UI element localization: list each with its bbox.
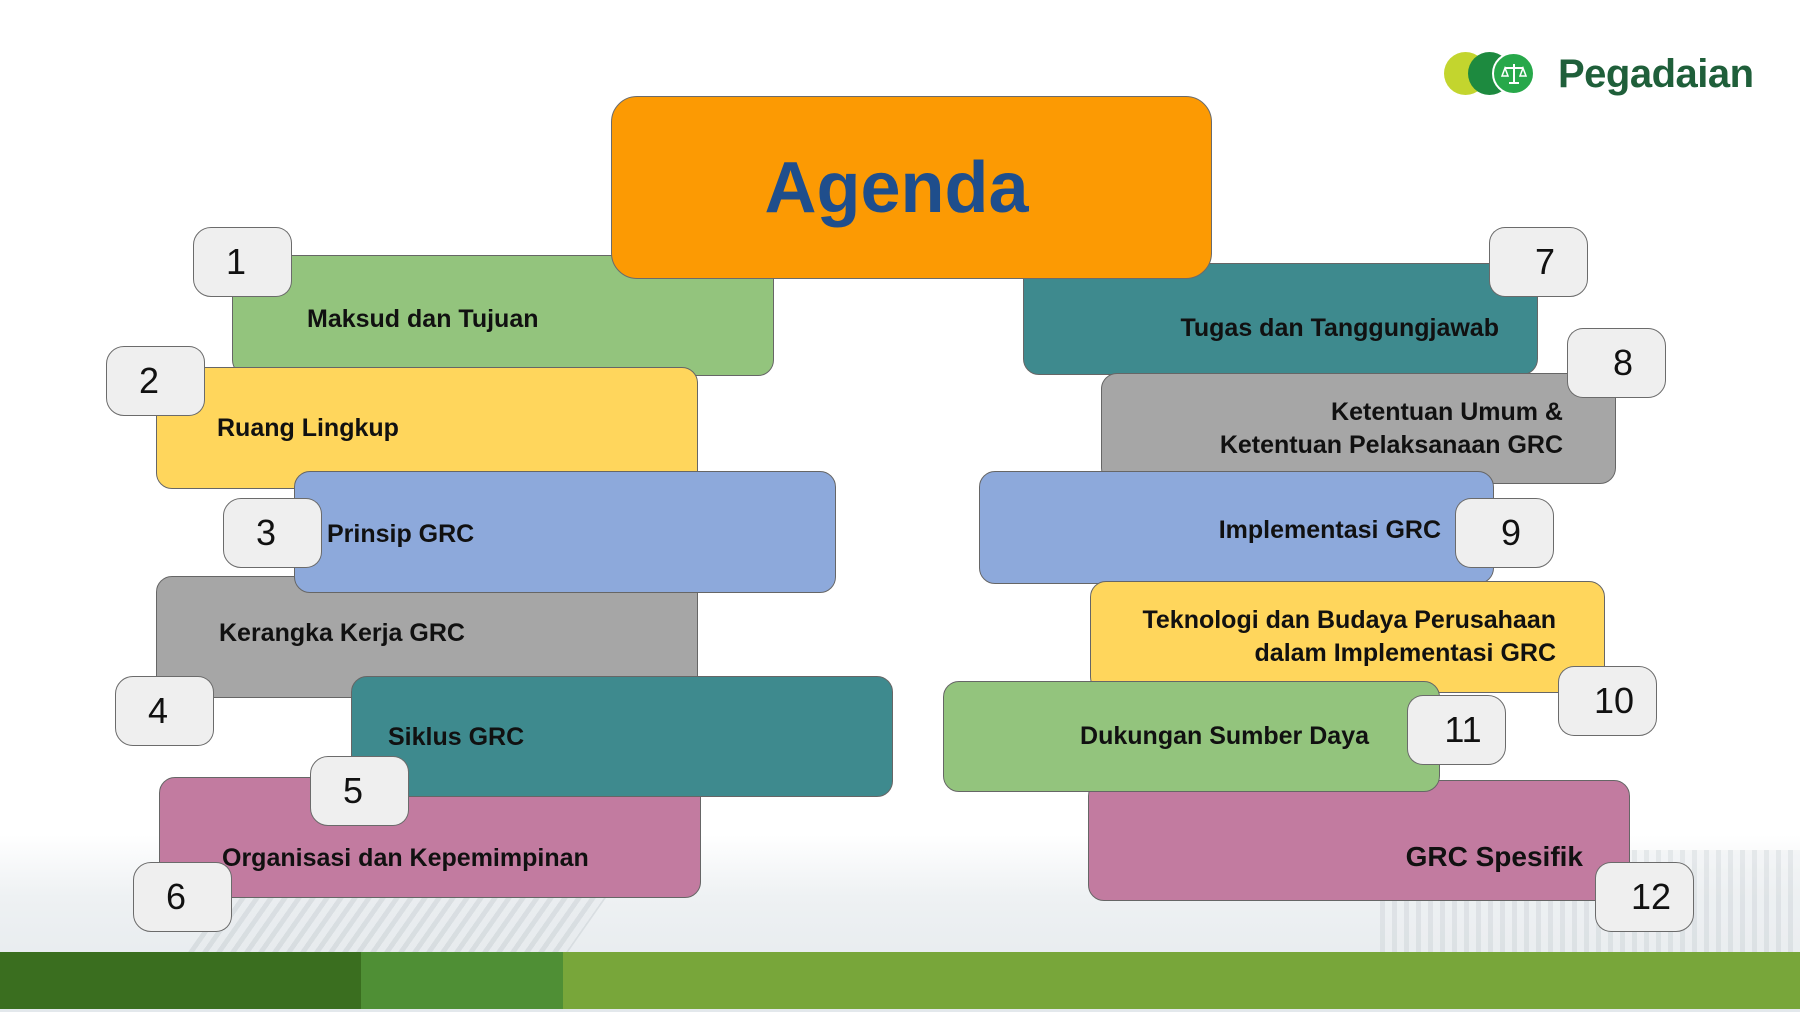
agenda-item-12[interactable]: GRC Spesifik — [1088, 780, 1630, 901]
footer-bar-light — [563, 952, 1800, 1009]
agenda-item-3[interactable]: Prinsip GRC — [294, 471, 836, 593]
agenda-item-10[interactable]: Teknologi dan Budaya Perusahaan dalam Im… — [1090, 581, 1605, 693]
agenda-item-label-line1: Ketentuan Umum & — [1331, 397, 1563, 426]
agenda-number-3: 3 — [223, 498, 322, 568]
agenda-item-label: Siklus GRC — [388, 723, 525, 751]
agenda-number-6: 6 — [133, 862, 232, 932]
agenda-item-label: Maksud dan Tujuan — [307, 305, 539, 333]
agenda-item-7[interactable]: Tugas dan Tanggungjawab — [1023, 263, 1538, 375]
scale-icon — [1492, 52, 1535, 95]
agenda-number-7: 7 — [1489, 227, 1588, 297]
agenda-item-label: Kerangka Kerja GRC — [219, 619, 465, 647]
agenda-item-5[interactable]: Siklus GRC — [351, 676, 893, 797]
agenda-item-label: Dukungan Sumber Daya — [1080, 722, 1369, 750]
agenda-number-4: 4 — [115, 676, 214, 746]
agenda-item-9[interactable]: Implementasi GRC — [979, 471, 1494, 584]
agenda-item-label: Ruang Lingkup — [217, 413, 399, 442]
page-title: Agenda — [764, 147, 1029, 228]
agenda-item-6[interactable]: Organisasi dan Kepemimpinan — [159, 777, 701, 898]
logo-wordmark: Pegadaian — [1558, 52, 1754, 96]
agenda-item-11[interactable]: Dukungan Sumber Daya — [943, 681, 1440, 792]
agenda-number-1: 1 — [193, 227, 292, 297]
agenda-item-label-line2: dalam Implementasi GRC — [1254, 639, 1556, 667]
pegadaian-logo: Pegadaian — [1444, 50, 1764, 96]
agenda-number-5: 5 — [310, 756, 409, 826]
agenda-item-label: Organisasi dan Kepemimpinan — [222, 844, 589, 872]
agenda-number-12: 12 — [1595, 862, 1694, 932]
footer-bar-mid — [361, 952, 563, 1009]
agenda-item-label: Prinsip GRC — [327, 520, 475, 548]
footer-bar-dark — [0, 952, 361, 1009]
agenda-item-label: Implementasi GRC — [1218, 516, 1441, 544]
agenda-item-1[interactable]: Maksud dan Tujuan — [232, 255, 774, 376]
agenda-item-label-line2: Ketentuan Pelaksanaan GRC — [1219, 430, 1563, 459]
agenda-number-8: 8 — [1567, 328, 1666, 398]
agenda-number-9: 9 — [1455, 498, 1554, 568]
agenda-item-label-line1: Teknologi dan Budaya Perusahaan — [1142, 606, 1556, 634]
agenda-item-2[interactable]: Ruang Lingkup — [156, 367, 698, 489]
agenda-title-box: Agenda — [611, 96, 1212, 279]
agenda-number-2: 2 — [106, 346, 205, 416]
agenda-item-8[interactable]: Ketentuan Umum & Ketentuan Pelaksanaan G… — [1101, 373, 1616, 484]
agenda-number-10: 10 — [1558, 666, 1657, 736]
agenda-item-label: Tugas dan Tanggungjawab — [1180, 313, 1499, 342]
agenda-item-label: GRC Spesifik — [1405, 841, 1583, 872]
agenda-number-11: 11 — [1407, 695, 1506, 765]
